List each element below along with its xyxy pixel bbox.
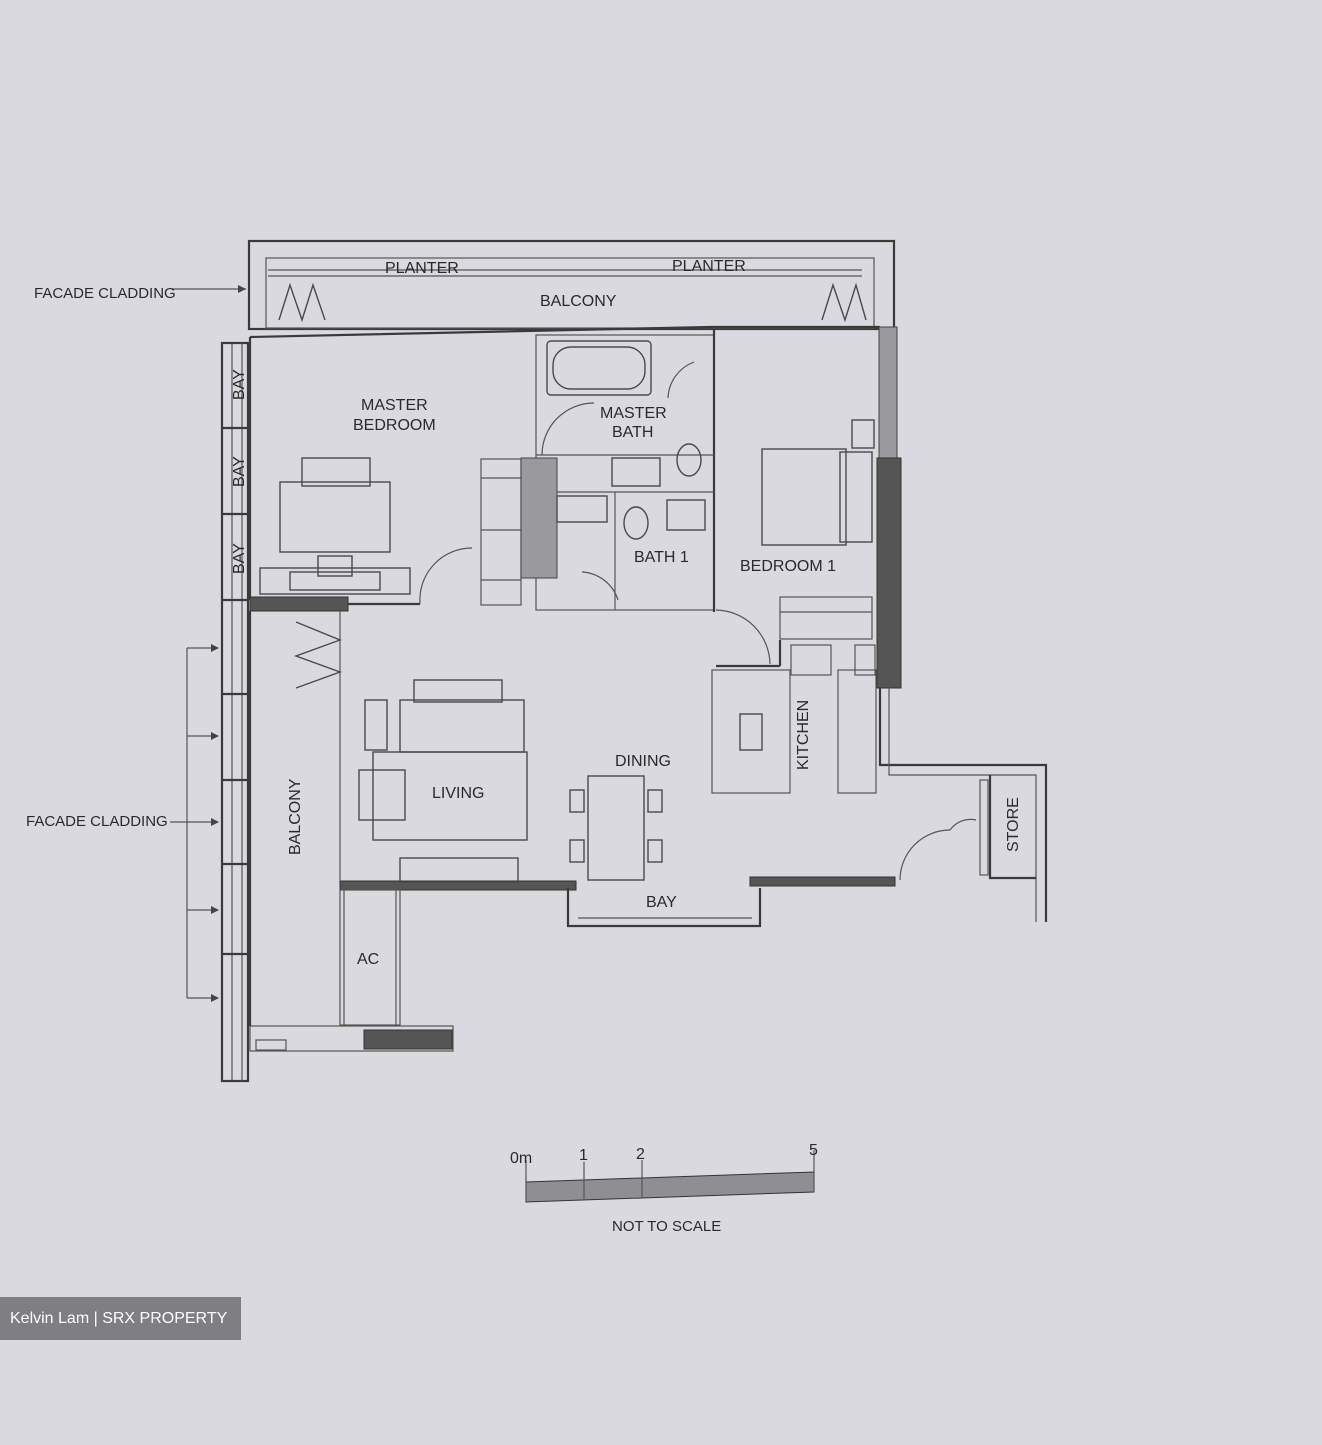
label-bedroom1: BEDROOM 1 bbox=[740, 558, 836, 575]
label-balcony-left: BALCONY bbox=[287, 778, 304, 855]
label-balcony-top: BALCONY bbox=[540, 293, 617, 310]
scale-tick-5: 5 bbox=[809, 1142, 818, 1159]
label-ac: AC bbox=[357, 951, 379, 968]
label-facade-cladding-top: FACADE CLADDING bbox=[34, 285, 176, 302]
label-facade-cladding-left: FACADE CLADDING bbox=[26, 813, 168, 830]
unit-walls bbox=[220, 325, 1048, 1083]
label-kitchen: KITCHEN bbox=[795, 700, 812, 770]
label-store: STORE bbox=[1005, 797, 1022, 852]
label-bay-1: BAY bbox=[231, 369, 248, 400]
label-master-bedroom-2: BEDROOM bbox=[353, 417, 436, 434]
label-living: LIVING bbox=[432, 785, 484, 802]
label-bath1: BATH 1 bbox=[634, 549, 689, 566]
top-balcony bbox=[247, 239, 896, 331]
watermark: Kelvin Lam | SRX PROPERTY bbox=[0, 1297, 241, 1340]
label-planter-right: PLANTER bbox=[672, 258, 746, 275]
label-bay-bottom: BAY bbox=[646, 894, 677, 911]
label-bay-3: BAY bbox=[231, 543, 248, 574]
label-dining: DINING bbox=[615, 753, 671, 770]
scale-note: NOT TO SCALE bbox=[612, 1218, 721, 1235]
label-master-bedroom-1: MASTER bbox=[361, 397, 428, 414]
furniture bbox=[259, 340, 875, 883]
label-master-bath-1: MASTER bbox=[600, 405, 667, 422]
label-planter-left: PLANTER bbox=[385, 260, 459, 277]
label-bay-2: BAY bbox=[231, 456, 248, 487]
scale-bar: 0m 1 2 5 NOT TO SCALE bbox=[510, 1142, 818, 1235]
arrow-head-icon bbox=[238, 285, 246, 293]
scale-tick-0: 0m bbox=[510, 1150, 532, 1167]
scale-tick-1: 1 bbox=[579, 1147, 588, 1164]
door-swings bbox=[419, 361, 977, 881]
facade-arrows-left bbox=[170, 644, 219, 1002]
scale-tick-2: 2 bbox=[636, 1146, 645, 1163]
label-master-bath-2: BATH bbox=[612, 424, 653, 441]
